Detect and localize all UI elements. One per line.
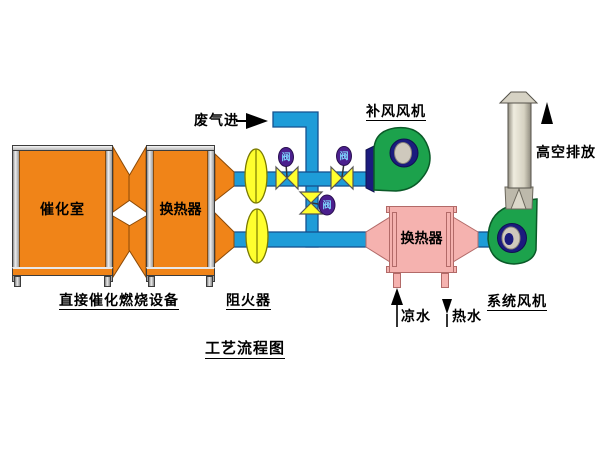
- valve-3: 阀: [298, 191, 336, 216]
- exhaust-stack: [498, 91, 539, 210]
- heat-exchanger-top-bar: [146, 145, 215, 151]
- valve-1-tag: 阀: [281, 151, 290, 162]
- exchanger-inner-frame-left: [392, 212, 397, 267]
- catalytic-chamber-label: 催化室: [40, 201, 85, 217]
- cool-water-arrow: [391, 288, 403, 327]
- system-fan-label: 系统风机: [487, 293, 547, 311]
- waste-gas-arrow: [236, 113, 268, 129]
- valve-1-actuator: [278, 147, 294, 167]
- valve-3-tag: 阀: [322, 199, 331, 210]
- diagram-title: 工艺流程图: [205, 340, 286, 359]
- waste-gas-in-label: 废气进: [194, 112, 239, 128]
- heat-exchanger-right-post: [207, 145, 215, 282]
- heat-exchanger-leg: [148, 276, 155, 287]
- heat-exchanger-left-label: 换热器: [159, 201, 202, 217]
- hot-water-arrow: [442, 299, 452, 327]
- flame-arrester-upper: [244, 148, 268, 204]
- heat-exchanger-right-label: 换热器: [400, 230, 443, 246]
- hot-water-label: 热水: [452, 308, 482, 324]
- catalytic-chamber-top-bar: [12, 145, 113, 151]
- makeup-fan-icon: [365, 126, 431, 193]
- flame-arrester-lower: [245, 208, 269, 264]
- exchanger-cones: [365, 216, 479, 263]
- combustion-unit-caption: 直接催化燃烧设备: [59, 292, 179, 310]
- heat-exchanger-bottom-bar: [146, 267, 215, 276]
- inter-unit-cones: [112, 145, 235, 279]
- exchanger-leg: [441, 273, 449, 288]
- stack-cap: [498, 91, 539, 104]
- catalytic-chamber-leg: [104, 276, 111, 287]
- exchanger-leg: [393, 273, 401, 288]
- heat-exchanger-body: [153, 150, 208, 269]
- catalytic-chamber-leg: [14, 276, 21, 287]
- catalytic-chamber-bottom-bar: [12, 267, 113, 276]
- valve-2-actuator: [336, 146, 352, 166]
- catalytic-chamber-right-post: [105, 145, 113, 282]
- valve-2: 阀: [330, 146, 354, 191]
- valve-2-tag: 阀: [339, 150, 348, 161]
- exchanger-shell: [389, 206, 454, 273]
- exhaust-arrow: [541, 102, 553, 124]
- exchanger-inner-frame-right: [446, 212, 451, 267]
- flame-arrester-caption: 阻火器: [226, 292, 271, 310]
- makeup-fan-label: 补风风机: [366, 103, 426, 121]
- heat-exchanger-leg: [206, 276, 213, 287]
- exhaust-label: 高空排放: [536, 144, 596, 160]
- cool-water-label: 凉水: [401, 308, 431, 324]
- system-fan-icon: [487, 198, 538, 265]
- valve-3-actuator: [318, 194, 336, 216]
- valve-1: 阀: [275, 147, 299, 191]
